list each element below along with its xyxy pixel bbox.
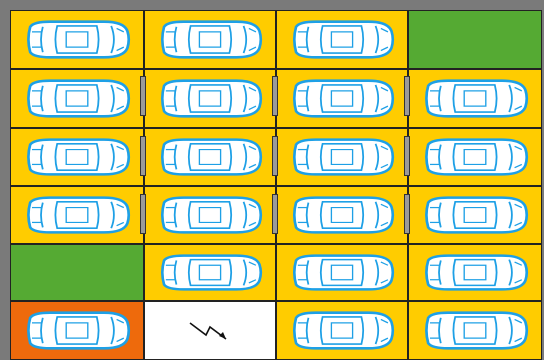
parking-cell[interactable] xyxy=(408,10,542,69)
parking-cell[interactable] xyxy=(10,244,144,301)
car-icon[interactable] xyxy=(23,196,131,239)
arrow-zigzag-icon xyxy=(188,319,232,348)
car-icon[interactable] xyxy=(421,311,529,355)
lane-divider xyxy=(140,136,146,176)
car-icon[interactable] xyxy=(23,20,131,64)
lane-divider xyxy=(272,136,278,176)
car-icon[interactable] xyxy=(289,196,395,239)
car-icon[interactable] xyxy=(157,138,263,181)
car-icon[interactable] xyxy=(289,79,395,123)
lane-divider xyxy=(404,136,410,176)
car-icon[interactable] xyxy=(421,196,529,239)
lane-divider xyxy=(272,194,278,234)
car-icon[interactable] xyxy=(421,254,529,296)
car-icon[interactable] xyxy=(157,20,263,64)
car-icon[interactable] xyxy=(23,138,131,181)
car-icon[interactable] xyxy=(421,79,529,123)
lane-divider xyxy=(272,76,278,116)
car-icon[interactable] xyxy=(23,79,131,123)
lane-divider xyxy=(140,76,146,116)
lane-divider xyxy=(140,194,146,234)
car-icon[interactable] xyxy=(289,254,395,296)
car-icon[interactable] xyxy=(289,311,395,355)
car-icon[interactable] xyxy=(421,138,529,181)
car-icon[interactable] xyxy=(289,138,395,181)
car-icon[interactable] xyxy=(157,79,263,123)
lane-divider xyxy=(404,194,410,234)
car-icon[interactable] xyxy=(157,196,263,239)
lane-divider xyxy=(404,76,410,116)
car-icon[interactable] xyxy=(157,254,263,296)
selected-car-icon[interactable] xyxy=(23,311,131,355)
car-icon[interactable] xyxy=(289,20,395,64)
